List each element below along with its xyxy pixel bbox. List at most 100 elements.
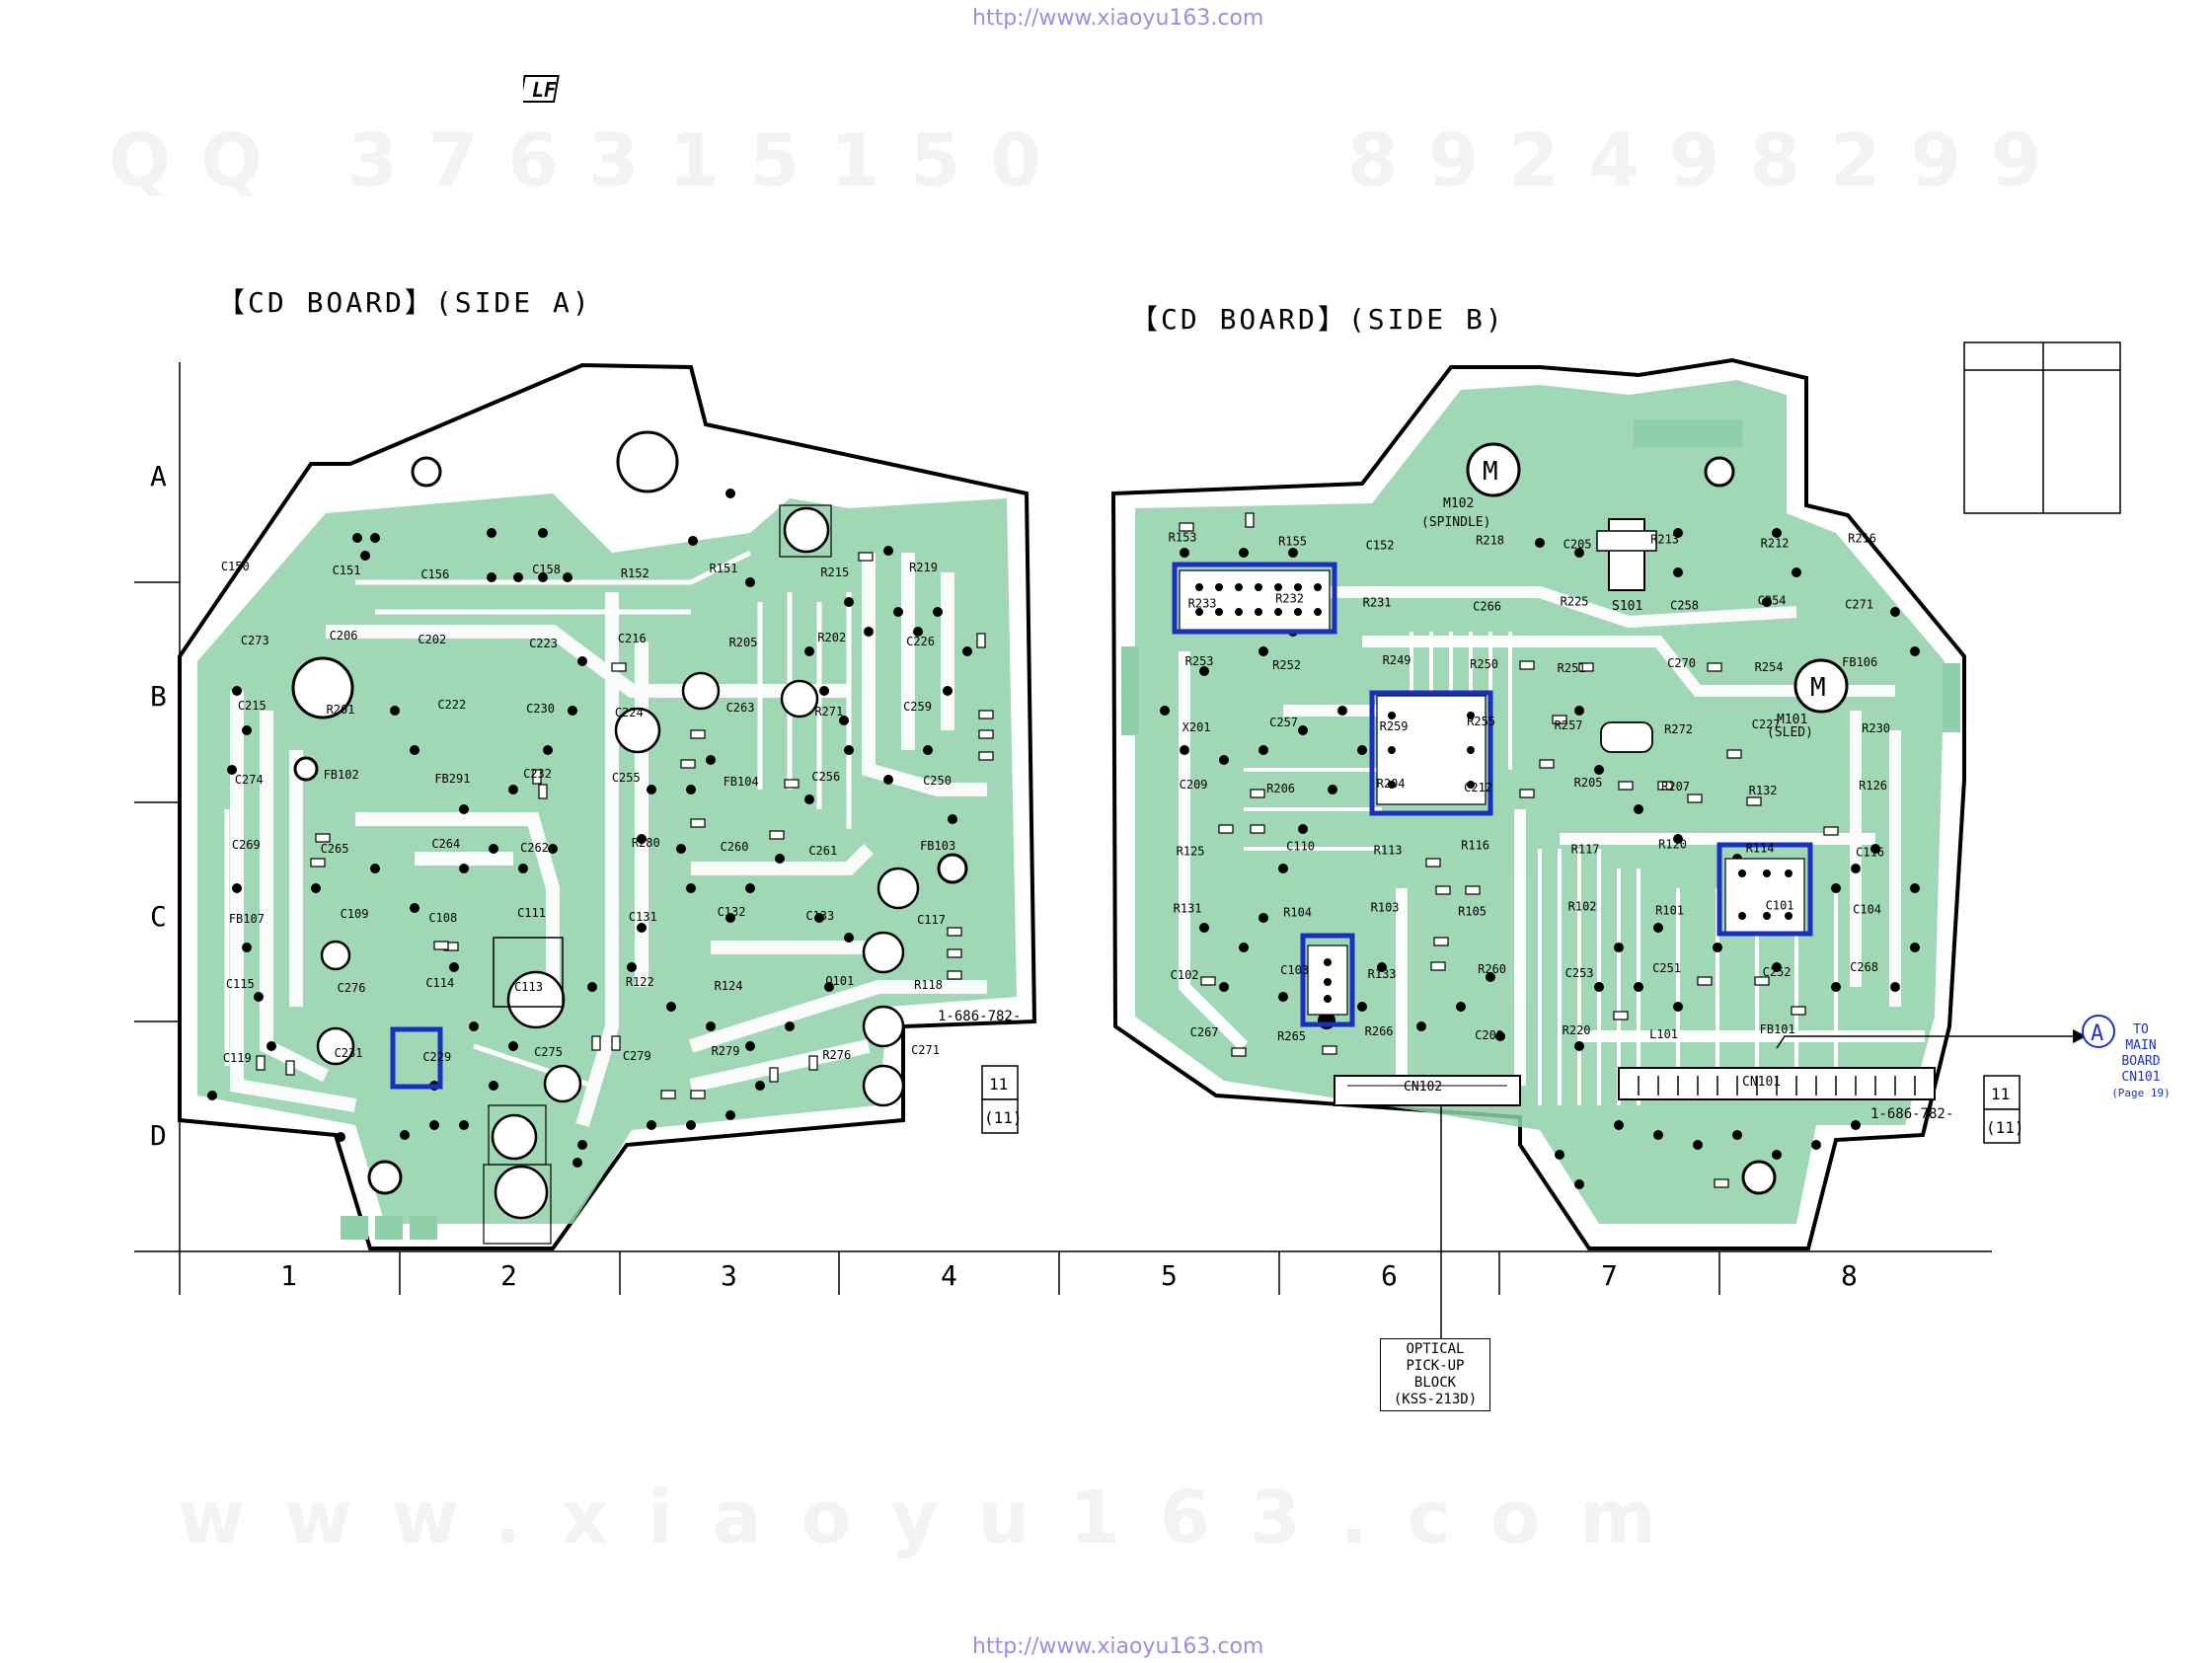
main-board-line: CN101 [2121, 1070, 2161, 1085]
site-url-bottom[interactable]: http://www.xiaoyu163.com [972, 1634, 1264, 1659]
component-label: C229 [422, 1050, 451, 1064]
component-label: R132 [1749, 784, 1778, 797]
component-label: R251 [1558, 661, 1586, 675]
component-label: C269 [232, 838, 261, 852]
pickup-line: OPTICAL [1406, 1341, 1465, 1357]
component-label: C279 [623, 1049, 651, 1063]
component-label: R218 [1476, 533, 1504, 547]
component-label: R233 [1188, 597, 1217, 611]
connector-cn102: CN102 [1334, 1075, 1521, 1106]
site-url-top[interactable]: http://www.xiaoyu163.com [972, 6, 1264, 31]
component-label: C101 [1766, 899, 1794, 913]
component-label: R153 [1169, 530, 1197, 544]
spindle-motor-letter: M [1483, 457, 1498, 487]
component-label: R259 [1380, 719, 1409, 733]
component-label: X201 [1182, 720, 1211, 734]
sled-motor-icon [1793, 658, 1849, 714]
grid-col-label: 1 [280, 1259, 297, 1292]
board-b-smd-parts [1179, 512, 1839, 1188]
component-label: C132 [718, 905, 746, 919]
board-a-electrolytic-caps [316, 506, 920, 1220]
main-board-marker: A [2091, 1021, 2103, 1046]
component-label: C263 [726, 701, 755, 715]
component-label: R117 [1571, 842, 1600, 856]
board-a-rev-top: 11 [989, 1075, 1008, 1094]
component-label: C216 [618, 632, 647, 645]
grid-col-label: 6 [1381, 1259, 1398, 1292]
component-label: C109 [341, 907, 369, 921]
component-label: C117 [917, 913, 946, 927]
component-label: C264 [431, 837, 460, 851]
component-label: C270 [1667, 656, 1696, 670]
component-label: C226 [906, 635, 935, 648]
component-label: C110 [1286, 839, 1315, 853]
sled-motor-ref: M101 [1777, 713, 1807, 727]
component-label: FB101 [1760, 1022, 1795, 1036]
spindle-motor-name: (SPINDLE) [1421, 515, 1490, 530]
component-label: R254 [1755, 660, 1784, 674]
board-a-rev-bottom: (11) [984, 1108, 1023, 1127]
component-label: R250 [1470, 657, 1498, 671]
board-b-revision-box: 11 (11) [1983, 1075, 2024, 1144]
component-label: C205 [1564, 537, 1592, 551]
component-label: C232 [523, 767, 552, 781]
component-label: C231 [335, 1046, 363, 1060]
grid-col-label: 5 [1161, 1259, 1178, 1292]
component-label: R276 [822, 1048, 851, 1062]
component-label: C251 [1652, 961, 1681, 975]
component-label: FB107 [229, 912, 265, 926]
switch-s101: S101 [1596, 518, 1657, 614]
crystal-x201 [1600, 721, 1653, 753]
board-b-rev-top: 11 [1991, 1085, 2010, 1103]
board-title-side-a: 【CD BOARD】(SIDE A) [217, 286, 592, 319]
component-label: C212 [1464, 781, 1492, 794]
component-label: C202 [418, 633, 446, 646]
component-label: C114 [425, 976, 454, 990]
watermark-qq-left: QQ 376315150 [109, 118, 1071, 203]
component-label: Q101 [825, 974, 854, 988]
component-label: FB291 [434, 772, 470, 786]
component-label: C111 [517, 906, 546, 920]
main-board-line: TO [2133, 1022, 2149, 1037]
component-label: C208 [1475, 1028, 1503, 1042]
component-label: FB103 [920, 839, 955, 853]
connector-cn101-label: CN101 [1742, 1075, 1781, 1090]
component-label: R155 [1278, 534, 1307, 548]
component-label: FB102 [324, 768, 359, 782]
component-label: C274 [235, 773, 264, 787]
component-label: R124 [715, 979, 743, 993]
pickup-line: (KSS-213D) [1393, 1392, 1478, 1407]
grid-col-label: 4 [941, 1259, 957, 1292]
grid-row-labels: A B C D [150, 460, 167, 1152]
board-a-ic-outline [493, 937, 564, 1008]
grid-row-label: C [150, 900, 167, 933]
board-a-pads [207, 489, 972, 1168]
component-label: C268 [1850, 960, 1878, 974]
component-label: R216 [1848, 531, 1876, 545]
component-label: C265 [321, 842, 349, 856]
component-label: R102 [1568, 900, 1597, 914]
component-label: C266 [1473, 600, 1501, 614]
board-b-mount-holes [1704, 456, 1777, 1195]
component-label: R266 [1365, 1024, 1394, 1038]
component-label: R249 [1383, 653, 1411, 667]
component-label: R230 [1862, 721, 1890, 735]
component-label: C206 [330, 629, 358, 643]
component-label: R204 [1377, 777, 1406, 791]
logo-text: LF [532, 78, 557, 102]
component-label: C119 [223, 1051, 252, 1065]
component-label: C254 [1758, 594, 1787, 608]
component-label: R207 [1661, 780, 1690, 794]
switch-s101-label: S101 [1612, 599, 1642, 614]
sled-motor-name: (SLED) [1767, 725, 1813, 740]
component-label: C275 [534, 1045, 563, 1059]
watermark-qq-right: 892498299 [1347, 118, 2072, 203]
spindle-motor-ref: M102 [1443, 496, 1474, 511]
component-label: C262 [520, 841, 549, 855]
component-label: R101 [1655, 904, 1684, 918]
component-label: C258 [1670, 599, 1699, 613]
board-b-rev-bottom: (11) [1986, 1118, 2024, 1137]
component-label: R105 [1458, 905, 1487, 919]
